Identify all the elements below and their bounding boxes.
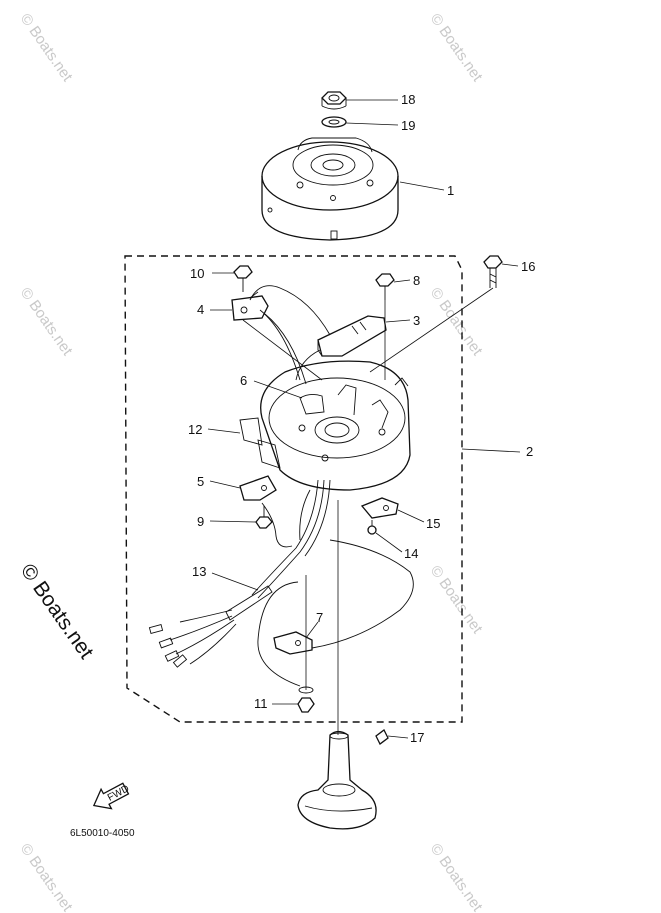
callout-13: 13 [192,564,206,579]
clamp-part [239,475,277,501]
bolt-part [233,255,503,713]
callout-12: 12 [188,422,202,437]
washer-part [321,116,347,128]
callout-4: 4 [197,302,204,317]
assembly-line [369,287,494,373]
callout-labels: 18 19 1 16 10 8 4 3 6 12 2 5 15 9 14 13 … [188,92,535,745]
charge-coil-part [317,315,387,357]
callout-15: 15 [426,516,440,531]
watermark: © Boats.net [17,285,76,360]
callout-19: 19 [401,118,415,133]
wire-harness [148,285,414,687]
callout-11: 11 [254,696,268,711]
callout-17: 17 [410,730,424,745]
assembly-line [242,319,323,381]
callout-8: 8 [413,273,420,288]
flywheel-part [261,137,399,241]
bracket-part [273,631,313,655]
diagram-code: 6L50010-4050 [70,828,135,839]
callout-6: 6 [240,373,247,388]
crankshaft-part [297,730,377,830]
callout-18: 18 [401,92,415,107]
callout-1: 1 [447,183,454,198]
key-part [375,729,389,745]
callout-7: 7 [316,610,323,625]
watermark: © Boats.net [427,285,486,360]
watermark: © Boats.net [17,841,76,913]
nut-part [321,91,347,110]
callout-2: 2 [526,444,533,459]
fwd-arrow-icon: FWD [92,782,131,810]
callout-5: 5 [197,474,204,489]
watermark-large: © Boats.net [16,560,98,663]
callout-3: 3 [413,313,420,328]
callout-16: 16 [521,259,535,274]
pulser-coil-part [231,291,269,321]
callout-10: 10 [190,266,204,281]
callout-9: 9 [197,514,204,529]
watermark: © Boats.net [427,563,486,638]
watermark-group: © Boats.net © Boats.net © Boats.net © Bo… [16,11,486,913]
clamp-part [360,497,399,519]
watermark: © Boats.net [427,841,486,913]
callout-14: 14 [404,546,418,561]
fwd-label: FWD [106,783,131,803]
watermark: © Boats.net [427,11,486,86]
watermark: © Boats.net [17,11,76,86]
leader-lines [207,99,521,739]
stator-base-part [239,360,411,491]
assembly-boundary [124,255,463,723]
